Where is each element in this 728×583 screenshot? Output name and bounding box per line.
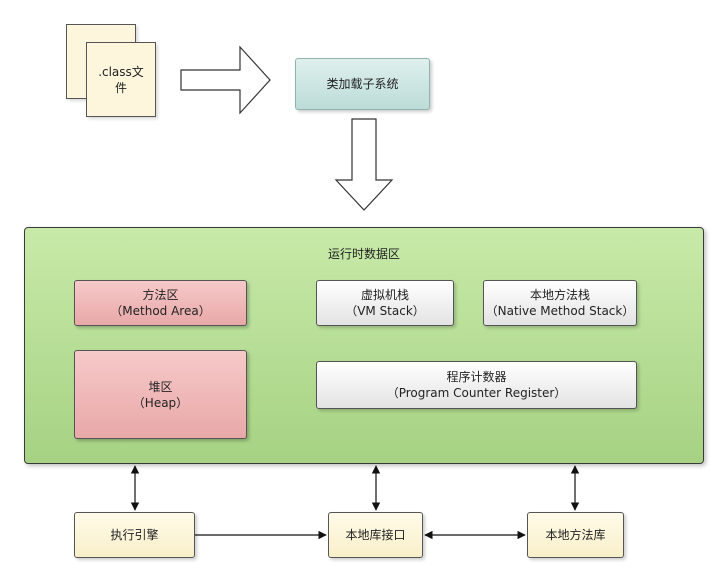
native-method-stack: 本地方法栈 （Native Method Stack） — [483, 280, 637, 326]
method-area-name: 方法区 — [142, 288, 179, 302]
class-loader-subsystem: 类加载子系统 — [295, 58, 430, 110]
program-counter-name: 程序计数器 — [446, 370, 507, 384]
class-file-label: .class文件 — [98, 64, 144, 95]
program-counter-english: （Program Counter Register） — [386, 386, 567, 400]
heap-name: 堆区 — [148, 379, 173, 394]
load-flow-arrow — [180, 45, 271, 115]
class-file: .class文件 — [86, 42, 156, 117]
vm-stack-english: （VM Stack） — [345, 304, 425, 318]
vm-stack: 虚拟机栈 （VM Stack） — [316, 280, 454, 326]
native-library-interface-label: 本地库接口 — [345, 528, 406, 542]
native-method-stack-name: 本地方法栈 — [529, 288, 590, 302]
native-library-interface: 本地库接口 — [328, 512, 423, 558]
runtime-data-area-title: 运行时数据区 — [327, 247, 400, 261]
heap-english: （Heap） — [132, 395, 189, 410]
native-method-stack-english: （Native Method Stack） — [485, 304, 635, 318]
program-counter-register: 程序计数器 （Program Counter Register） — [316, 361, 637, 409]
vm-stack-name: 虚拟机栈 — [360, 288, 409, 302]
runtime-data-area: 运行时数据区 方法区 （Method Area） 虚拟机栈 （VM Stack）… — [24, 227, 704, 464]
class-loader-label: 类加载子系统 — [326, 77, 399, 91]
method-area-english: （Method Area） — [110, 304, 211, 318]
native-method-library-label: 本地方法库 — [545, 528, 606, 542]
method-area: 方法区 （Method Area） — [74, 280, 247, 326]
execution-engine-label: 执行引擎 — [110, 528, 159, 542]
class-loader-down-arrow — [334, 118, 394, 211]
execution-engine: 执行引擎 — [74, 512, 195, 558]
native-method-library: 本地方法库 — [527, 512, 624, 558]
heap: 堆区 （Heap） — [74, 350, 247, 439]
